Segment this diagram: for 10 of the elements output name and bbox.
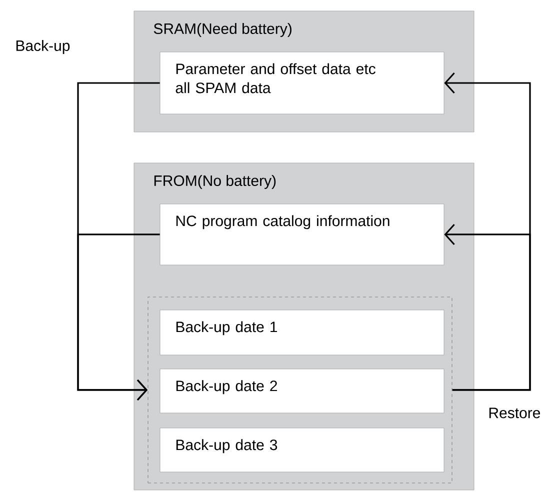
data-box: Back-up date 2 [160,368,444,414]
flow-label: Restore [489,408,540,418]
flow-label: Back-up [16,40,70,54]
data-box: NC program catalog information [160,204,444,266]
arrow [77,234,160,401]
data-box: Back-up date 1 [160,310,444,356]
arrow [444,224,531,391]
data-box: Back-up date 3 [160,428,444,472]
data-box: Parameter and offset data etc all SPAM data [160,52,444,114]
dashed-group-box [148,296,452,484]
